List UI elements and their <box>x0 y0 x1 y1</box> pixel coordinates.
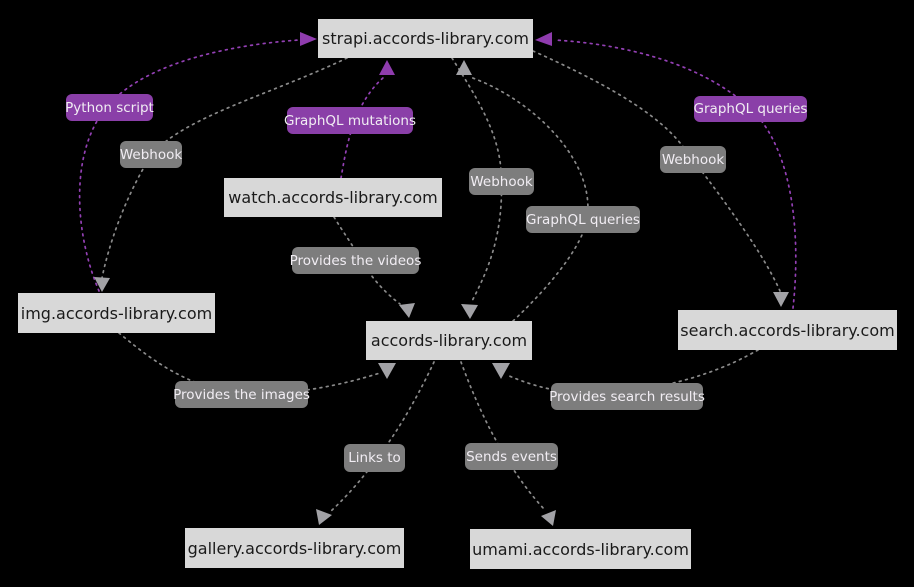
node-umami: umami.accords-library.com <box>470 529 691 569</box>
arrowhead-into-strapi-right <box>535 32 552 46</box>
arrowhead-into-search-top <box>773 292 789 307</box>
edge-strapi-to-search <box>532 50 781 292</box>
edge-label-graphql-queries-search: GraphQL queries <box>694 96 807 122</box>
node-search: search.accords-library.com <box>678 310 897 350</box>
edge-search-to-strapi <box>553 39 797 309</box>
edge-label-graphql-queries-main: GraphQL queries <box>526 206 640 233</box>
edge-label-webhook-main: Webhook <box>469 168 534 195</box>
edge-img-to-main <box>118 332 381 395</box>
edge-label-python-script: Python script <box>65 94 154 121</box>
edge-label-webhook-img: Webhook <box>120 141 182 168</box>
arrowhead-into-main-top-right <box>461 304 478 319</box>
edge-label-graphql-mutations: GraphQL mutations <box>284 107 416 134</box>
arrowhead-into-strapi-bottom-left <box>379 60 395 75</box>
arrowhead-into-strapi-bottom-right <box>456 60 472 75</box>
edge-label-provides-images: Provides the images <box>173 381 310 408</box>
edge-label-sends-events: Sends events <box>465 443 558 470</box>
edge-label-links-to: Links to <box>344 444 405 472</box>
edge-main-to-umami <box>460 361 545 510</box>
edge-main-to-gallery <box>329 361 435 513</box>
node-strapi: strapi.accords-library.com <box>318 19 533 58</box>
arrowhead-into-strapi-left <box>300 32 317 46</box>
arrowhead-into-umami-top <box>541 510 556 526</box>
edge-label-webhook-search: Webhook <box>660 146 726 173</box>
arrowhead-main-bottom-left <box>378 363 396 379</box>
arrowhead-main-bottom-right <box>492 363 510 379</box>
arrowhead-into-img-top <box>94 277 110 292</box>
edge-label-provides-search-results: Provides search results <box>549 383 705 410</box>
node-watch: watch.accords-library.com <box>224 178 442 217</box>
node-main: accords-library.com <box>366 321 532 360</box>
edge-label-provides-videos: Provides the videos <box>290 247 421 274</box>
edge-main-to-strapi <box>469 76 589 322</box>
arrowhead-into-main-top-left <box>399 303 415 318</box>
edge-img-to-strapi <box>78 39 300 292</box>
edge-strapi-to-img <box>101 57 348 279</box>
node-img: img.accords-library.com <box>18 293 215 333</box>
edge-search-to-main <box>506 349 759 395</box>
node-gallery: gallery.accords-library.com <box>185 528 404 568</box>
arrowhead-into-gallery-top <box>316 509 332 525</box>
